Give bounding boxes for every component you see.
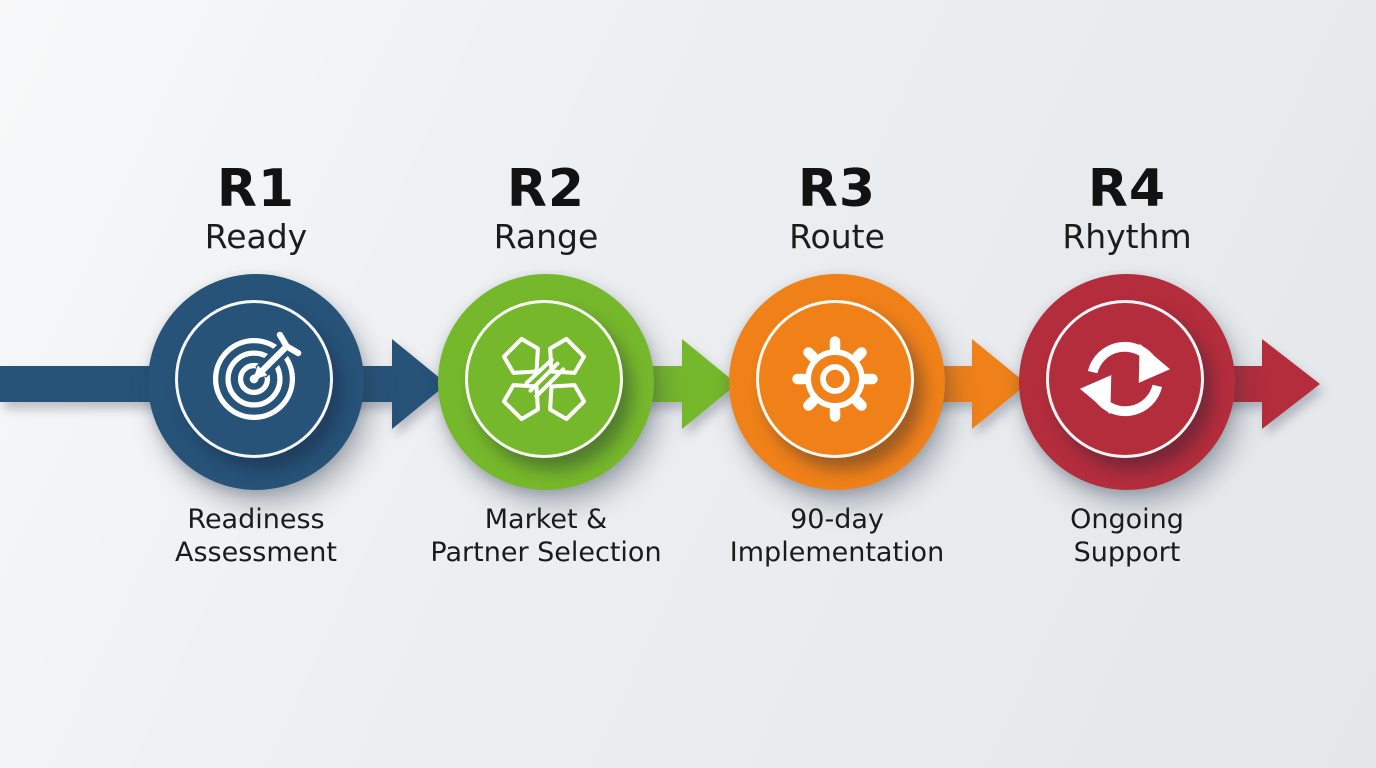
step-code: R2 [506, 159, 586, 219]
step-description-line: Support [1073, 536, 1181, 568]
step-description-line: 90-day [790, 504, 884, 536]
step-title: Route [789, 217, 885, 257]
step-code: R4 [1087, 159, 1167, 219]
step-inner-disc [175, 300, 333, 459]
step-r2-range: R2 Range Market & Partner Selection [401, 0, 691, 768]
step-inner-disc [756, 300, 914, 459]
gear-icon [792, 336, 878, 422]
step-description-line: Partner Selection [430, 536, 662, 568]
step-description: Readiness Assessment [111, 504, 401, 569]
flow-arrow-4 [1210, 339, 1320, 429]
step-description: Ongoing Support [982, 504, 1272, 569]
step-description-line: Assessment [175, 536, 337, 568]
teamwork-hands-icon [501, 337, 587, 422]
step-code: R3 [797, 159, 877, 219]
step-circle [1019, 274, 1235, 491]
step-title: Range [493, 217, 599, 257]
step-circle [148, 274, 364, 491]
step-description-line: Market & [484, 504, 608, 536]
step-circle [438, 274, 654, 491]
step-r4-rhythm: R4 Rhythm Ongoing Support [982, 0, 1272, 768]
step-description: Market & Partner Selection [401, 504, 691, 569]
step-r1-ready: R1 Ready Readiness Assessment [111, 0, 401, 768]
flow-arrow-3 [920, 339, 1027, 429]
target-icon [212, 331, 302, 421]
step-title: Ready [204, 217, 308, 257]
step-description: 90-day Implementation [692, 504, 982, 569]
flow-start-bar [0, 366, 176, 402]
step-description-line: Readiness [187, 504, 325, 536]
flow-arrow-1 [340, 339, 447, 429]
flow-arrow-2 [630, 339, 737, 429]
step-circle [729, 274, 945, 491]
step-r3-route: R3 Route [692, 0, 982, 768]
step-description-line: Ongoing [1070, 504, 1184, 536]
step-title: Rhythm [1062, 217, 1192, 257]
refresh-arrows-icon [1079, 342, 1171, 417]
step-inner-disc [1046, 300, 1204, 459]
step-inner-disc [465, 300, 623, 459]
step-description-line: Implementation [729, 536, 945, 568]
step-code: R1 [216, 159, 296, 219]
